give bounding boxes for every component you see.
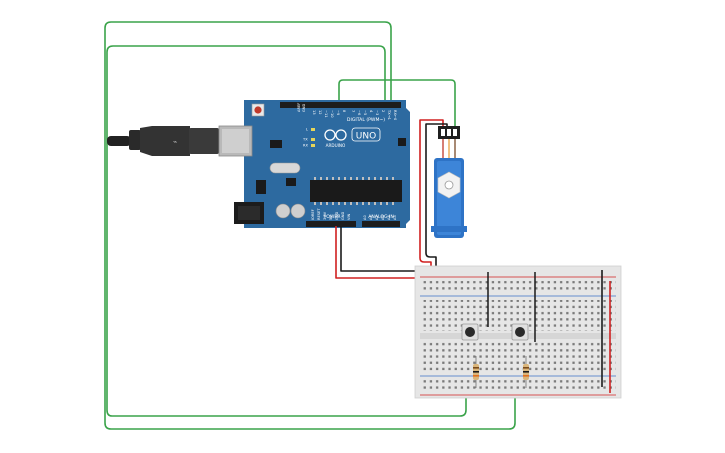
crystal — [269, 162, 301, 174]
digital-header-label: DIGITAL (PWM~) — [347, 117, 385, 123]
usb-symbol-icon: ⌁ — [173, 138, 177, 146]
pin-11-label: ~11 — [324, 110, 328, 118]
pin-ioref-label: IOREF — [311, 209, 315, 220]
pin-6-label: ~6 — [357, 110, 361, 116]
capacitor-2 — [290, 203, 306, 219]
pin-gnd1-label: GND — [335, 212, 339, 220]
model-label: UNO — [356, 132, 376, 142]
signal-wires — [104, 21, 516, 430]
digital-pin-labels: 13 12 ~11 ~10 ~9 8 7 ~6 ~5 4 ~3 2 TX→1 R… — [312, 109, 397, 121]
top-power-rail[interactable] — [420, 281, 616, 293]
pin-a0-label: A0 — [363, 215, 367, 220]
pin-7-label: 7 — [351, 110, 355, 112]
servo-horn-icon — [444, 180, 454, 190]
microcontroller-chip — [310, 180, 402, 202]
pin-4-label: 4 — [369, 110, 373, 113]
aref-label: AREF — [297, 103, 301, 112]
pin-a1-label: A1 — [369, 215, 373, 220]
led-tx — [311, 138, 315, 141]
pin-5-label: ~5 — [363, 110, 367, 115]
power-header[interactable] — [306, 221, 356, 227]
analog-header[interactable] — [362, 221, 400, 227]
pin-a2-label: A2 — [375, 215, 379, 220]
analog-pin-labels: A0 A1 A2 A3 A4 A5 — [363, 215, 397, 220]
terminal-strip-bottom[interactable] — [420, 341, 616, 373]
led-l-label: L — [306, 128, 308, 132]
servo-motor[interactable] — [431, 126, 467, 238]
wire-servo-gnd-black[interactable] — [425, 123, 448, 286]
usb-cable[interactable]: ⌁ — [107, 126, 219, 156]
pin-reset-label: RESET — [317, 208, 321, 220]
resistor-1[interactable] — [473, 356, 479, 388]
pin-9-label: ~9 — [336, 110, 340, 116]
push-button-2[interactable] — [511, 323, 529, 341]
power-header-label: POWER — [323, 214, 341, 220]
gnd-label: GND — [302, 104, 306, 112]
led-rx-label: RX — [303, 144, 308, 148]
wire-5v-red[interactable] — [335, 226, 429, 281]
led-rx — [311, 144, 315, 147]
push-button-1[interactable] — [461, 323, 479, 341]
pin-a3-label: A3 — [381, 215, 385, 220]
capacitor-1 — [275, 203, 291, 219]
power-pin-labels: IOREF RESET 3.3V 5V GND GND VIN — [311, 208, 351, 220]
analog-header-label: ANALOG IN — [368, 214, 394, 220]
wire-button-1-to-pin[interactable] — [106, 45, 467, 417]
pin-2-label: 2 — [381, 110, 385, 112]
pin-vin-label: VIN — [347, 213, 351, 220]
led-l — [311, 128, 315, 131]
pin-5v-label: 5V — [329, 215, 333, 220]
brand-label: ARDUINO — [326, 143, 346, 148]
pin-10-label: ~10 — [330, 110, 334, 118]
wire-servo-signal[interactable] — [338, 79, 456, 130]
pin-0-label: RX←0 — [393, 110, 397, 121]
pin-3-label: ~3 — [375, 110, 379, 115]
resistor-2[interactable] — [523, 356, 529, 388]
arduino-logo-icon — [324, 129, 347, 141]
digital-header[interactable] — [280, 102, 401, 108]
wire-servo-power-red[interactable] — [419, 119, 444, 280]
pin-gnd2-label: GND — [341, 212, 345, 220]
wire-button-2-to-pin[interactable] — [104, 21, 516, 430]
led-tx-label: TX — [302, 138, 308, 142]
pin-3v3-label: 3.3V — [323, 211, 327, 220]
pin-13-label: 13 — [312, 110, 316, 115]
pin-8-label: 8 — [342, 110, 346, 113]
pin-12-label: 12 — [318, 110, 322, 115]
voltage-regulator — [256, 180, 266, 194]
pin-1-label: TX→1 — [387, 109, 391, 120]
pin-a4-label: A4 — [387, 215, 391, 220]
pin-a5-label: A5 — [393, 215, 397, 220]
bottom-power-rail[interactable] — [420, 379, 616, 392]
arduino-board[interactable]: ARDUINO UNO DIGITAL (PWM~) POWER ANALOG … — [218, 100, 410, 228]
